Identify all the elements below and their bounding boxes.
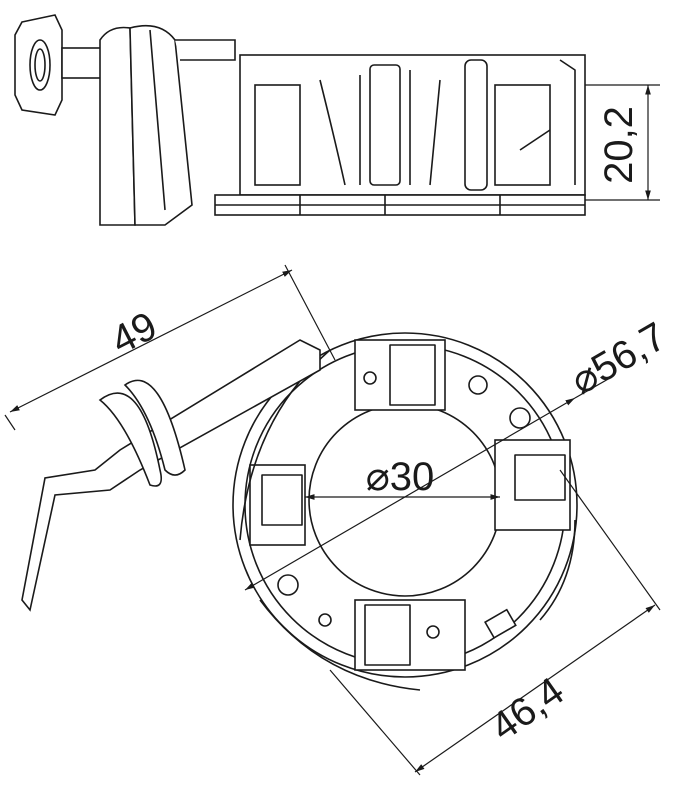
center-bore bbox=[308, 403, 502, 597]
terminal-eye bbox=[14, 14, 63, 116]
height-dimension-label: 20,2 bbox=[597, 106, 641, 184]
brush-box-right bbox=[494, 439, 571, 531]
outer-diameter-label: ⌀56,7 bbox=[563, 314, 673, 403]
inner-diameter-label: ⌀30 bbox=[366, 455, 435, 499]
insulator-sleeve bbox=[99, 26, 136, 226]
front-view bbox=[21, 332, 578, 691]
top-view bbox=[14, 14, 586, 226]
height-dimension: 20,2 bbox=[585, 84, 660, 201]
lead-length-label: 49 bbox=[104, 304, 164, 363]
width-dimension-label: 46,4 bbox=[483, 669, 572, 750]
brush-box-top bbox=[354, 339, 446, 411]
brush-box-left bbox=[249, 464, 306, 546]
